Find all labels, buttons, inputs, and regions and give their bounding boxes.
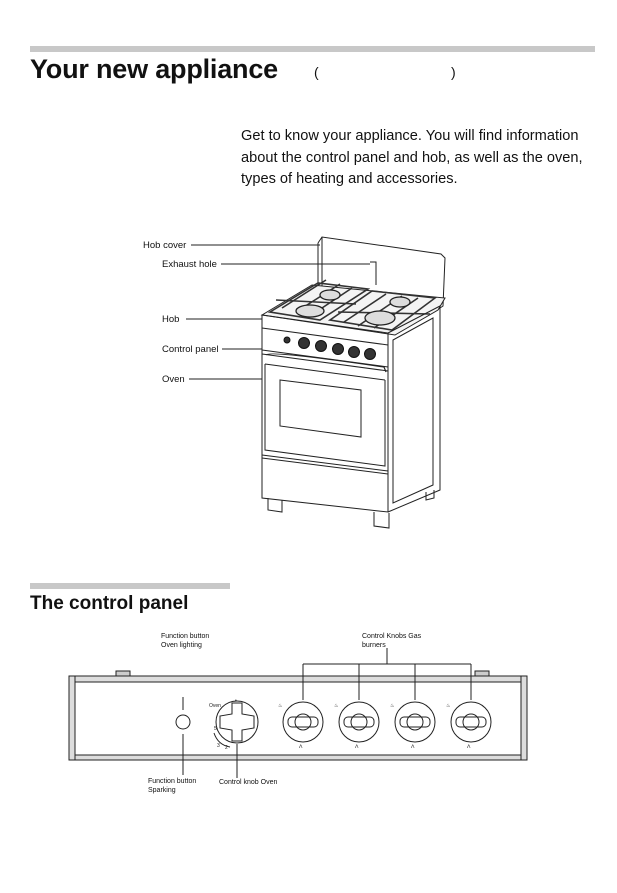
label-control-panel: Control panel — [162, 344, 219, 355]
svg-text:ᐱ: ᐱ — [355, 744, 359, 750]
svg-text:♨: ♨ — [446, 703, 450, 709]
label-function-button-oven-lighting: Function button Oven lighting — [161, 633, 210, 649]
label-function-button-sparking: Function button Sparking — [148, 778, 197, 794]
label-oven: Oven — [162, 374, 185, 385]
label-hob-cover: Hob cover — [143, 240, 187, 251]
oven-knob — [213, 700, 259, 778]
svg-text:•: • — [235, 698, 237, 704]
section-divider-bar — [30, 583, 230, 589]
svg-text:2: 2 — [225, 745, 228, 751]
svg-text:♨: ♨ — [390, 703, 394, 709]
page-title: Your new appliance — [30, 54, 278, 84]
svg-text:5: 5 — [214, 726, 217, 732]
top-divider-bar — [30, 46, 595, 52]
svg-text:♨: ♨ — [278, 703, 282, 709]
section-title: The control panel — [30, 593, 189, 614]
svg-text:ᐱ: ᐱ — [411, 744, 415, 750]
svg-text:3: 3 — [217, 743, 220, 749]
burners — [295, 289, 411, 326]
intro-paragraph: Get to know your appliance. You will fin… — [241, 128, 583, 187]
burner-knobs — [282, 701, 492, 743]
label-exhaust-hole: Exhaust hole — [162, 259, 217, 270]
svg-text:Oven: Oven — [209, 703, 221, 709]
svg-text:ᐱ: ᐱ — [467, 744, 471, 750]
label-control-knob-oven: Control knob Oven — [219, 779, 278, 786]
label-control-knobs-gas-burners: Control Knobs Gas burners — [362, 633, 422, 649]
label-hob: Hob — [162, 314, 180, 325]
stove-knobs — [283, 336, 376, 360]
title-paren-open: ( — [314, 64, 319, 80]
svg-text:ᐱ: ᐱ — [299, 744, 303, 750]
title-paren-close: ) — [451, 64, 456, 80]
svg-text:♨: ♨ — [334, 703, 338, 709]
